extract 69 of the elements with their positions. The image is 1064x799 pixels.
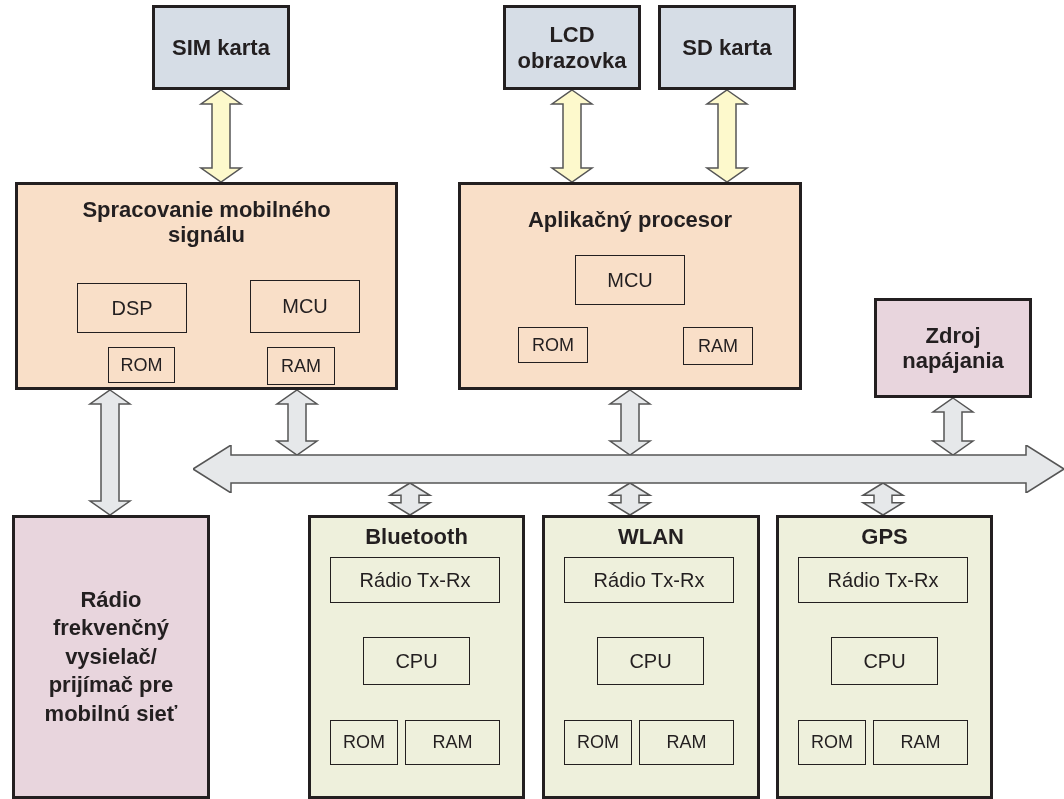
- double-arrow: [387, 482, 433, 516]
- component-box: [873, 720, 968, 765]
- component-label: DSP: [111, 296, 153, 320]
- component-box: [405, 720, 500, 765]
- component-box: [564, 720, 632, 765]
- component-box: [330, 720, 398, 765]
- module-title: Bluetooth: [364, 524, 469, 550]
- component-label: MCU: [282, 295, 328, 318]
- component-box: [77, 283, 187, 333]
- component-label: ROM: [811, 732, 853, 753]
- block-title: LCD obrazovka: [516, 22, 628, 73]
- component-label: ROM: [532, 334, 574, 356]
- component-label: ROM: [343, 732, 385, 753]
- block-title: Rádio frekvenčný vysielač/ prijímač pre mobilnú sieť: [43, 585, 179, 728]
- block-title: Zdroj napájania: [901, 322, 1005, 374]
- component-label: CPU: [629, 649, 672, 673]
- module-title: Aplikačný procesor: [526, 207, 734, 233]
- component-box: [330, 557, 500, 603]
- component-box: [798, 720, 866, 765]
- component-label: RAM: [900, 732, 941, 753]
- double-arrow: [198, 89, 244, 183]
- component-label: RAM: [281, 355, 321, 377]
- double-arrow: [549, 89, 595, 183]
- block-box: [503, 5, 641, 90]
- module-title: WLAN: [617, 524, 685, 550]
- component-label: RAM: [698, 335, 738, 357]
- block-box: [658, 5, 796, 90]
- system-bus: [193, 445, 1064, 493]
- block-box: [874, 298, 1032, 398]
- double-arrow: [87, 389, 133, 516]
- component-box: [639, 720, 734, 765]
- component-label: Rádio Tx-Rx: [827, 568, 939, 592]
- module-box: [308, 515, 525, 799]
- component-label: Rádio Tx-Rx: [593, 568, 705, 592]
- module-box: [542, 515, 760, 799]
- double-arrow: [704, 89, 750, 183]
- component-label: Rádio Tx-Rx: [359, 568, 471, 592]
- component-label: MCU: [607, 268, 653, 292]
- component-label: CPU: [863, 649, 906, 673]
- module-title: GPS: [860, 524, 909, 550]
- double-arrow: [607, 389, 653, 456]
- component-box: [363, 637, 470, 685]
- component-box: [683, 327, 753, 365]
- component-box: [250, 280, 360, 333]
- component-box: [564, 557, 734, 603]
- component-label: CPU: [395, 649, 438, 673]
- component-label: ROM: [120, 354, 163, 376]
- component-label: RAM: [432, 732, 473, 753]
- module-box: [776, 515, 993, 799]
- component-box: [798, 557, 968, 603]
- double-arrow: [860, 482, 906, 516]
- block-box: [12, 515, 210, 799]
- component-box: [597, 637, 704, 685]
- block-title: SD karta: [681, 34, 773, 61]
- module-box: [15, 182, 398, 390]
- module-title: Spracovanie mobilného signálu: [81, 197, 332, 248]
- component-box: [108, 347, 175, 383]
- block-title: SIM karta: [171, 34, 271, 61]
- component-label: ROM: [577, 732, 619, 753]
- block-box: [152, 5, 290, 90]
- double-arrow: [930, 397, 976, 456]
- component-box: [575, 255, 685, 305]
- module-box: [458, 182, 802, 390]
- component-box: [267, 347, 335, 385]
- component-box: [831, 637, 938, 685]
- component-label: RAM: [666, 732, 707, 753]
- double-arrow: [607, 482, 653, 516]
- double-arrow: [274, 389, 320, 456]
- component-box: [518, 327, 588, 363]
